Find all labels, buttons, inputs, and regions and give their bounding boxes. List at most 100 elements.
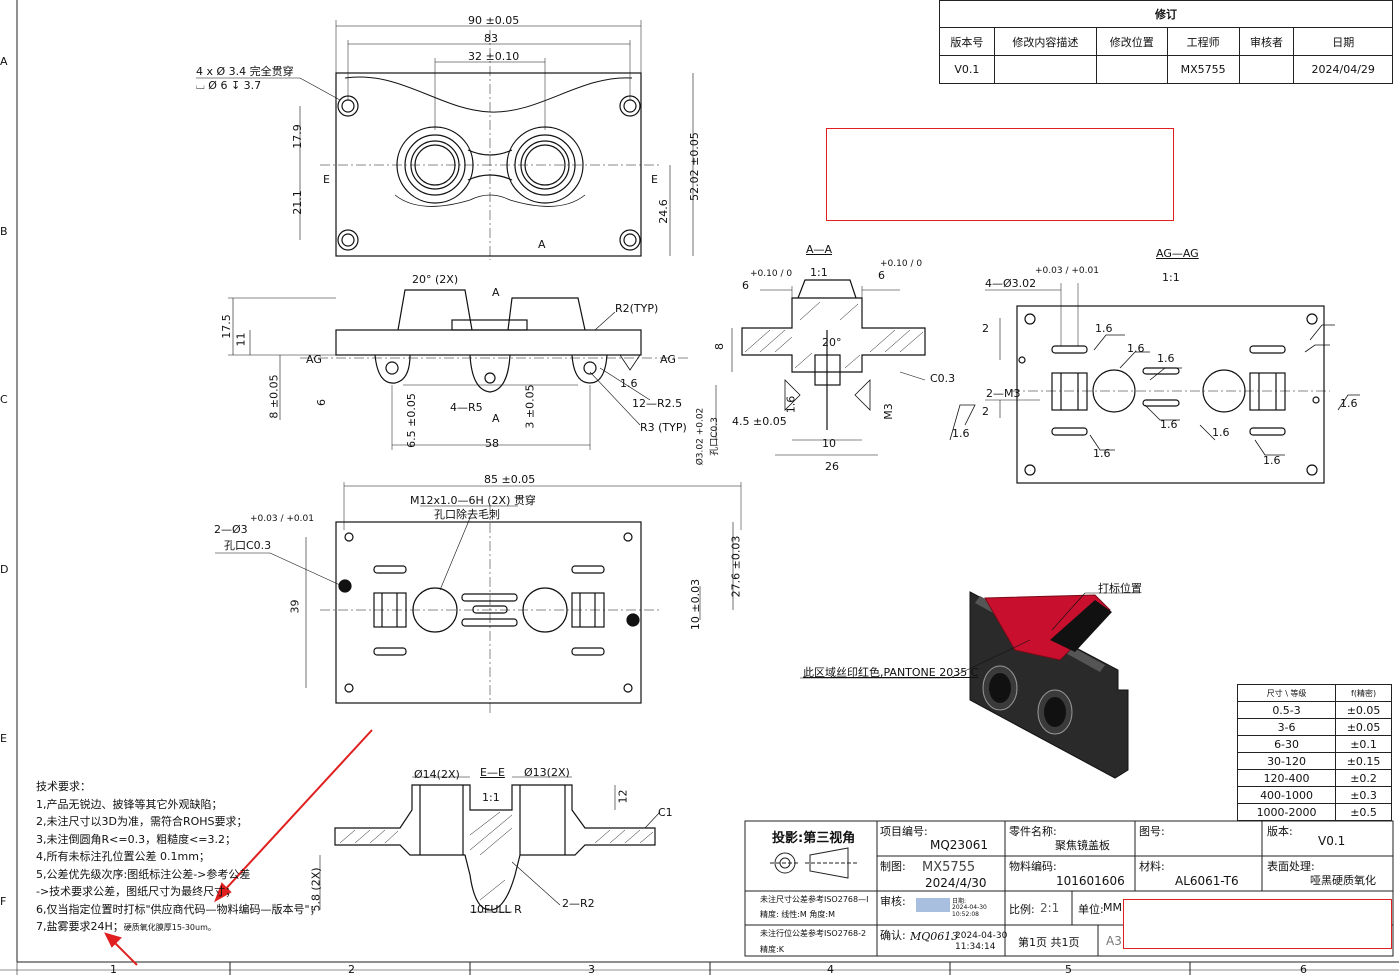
tolerance-label: +0.10 / 0 xyxy=(880,259,923,269)
dim-label: 4.5 ±0.05 xyxy=(732,415,787,428)
proj-no: MQ23061 xyxy=(930,838,988,852)
tol-size: 3-6 xyxy=(1236,718,1337,736)
section-mark: E xyxy=(651,173,658,186)
rev-header: 修改位置 xyxy=(1096,27,1168,56)
dim-label: 6 xyxy=(742,279,749,292)
tolerance-label: +0.03 / +0.01 xyxy=(1035,266,1099,276)
dim-label: 26 xyxy=(825,460,839,473)
tol-value: ±0.05 xyxy=(1335,718,1392,736)
roughness-label: 1.6 xyxy=(1093,447,1111,460)
roughness-label: 1.6 xyxy=(1127,342,1145,355)
dim-label: 90 ±0.05 xyxy=(468,14,520,27)
req-item: 7,盐雾要求24H； xyxy=(36,920,124,933)
req-item: ->技术要求公差，图纸尺寸为最终尺寸； xyxy=(36,885,237,898)
section-scale: 1:1 xyxy=(482,791,500,804)
dim-label: 6.5 ±0.05 xyxy=(404,393,418,448)
confirm-date: 2024-04-30 xyxy=(955,931,1008,941)
print-note: 此区域丝印红色,PANTONE 2035 C xyxy=(803,666,979,679)
tol-value: ±0.2 xyxy=(1335,769,1392,787)
rev-cell xyxy=(993,55,1098,84)
top-view xyxy=(196,20,694,260)
material-label: 材料: xyxy=(1139,860,1165,873)
section-mark: A xyxy=(492,286,500,299)
dim-label: 32 ±0.10 xyxy=(468,50,520,63)
tol-header: f(精密) xyxy=(1335,684,1392,702)
surface: 哑黑硬质氧化 xyxy=(1310,874,1376,887)
radius-label: R2(TYP) xyxy=(615,302,659,315)
material: AL6061-T6 xyxy=(1175,874,1239,888)
page-info: 第1页 共1页 xyxy=(1018,936,1080,949)
rev-cell: V0.1 xyxy=(939,55,995,84)
review-date-label: 日期: xyxy=(952,898,967,905)
row-label: B xyxy=(0,225,8,238)
dim-label: 52.02 ±0.05 xyxy=(687,132,701,201)
title-block-lines xyxy=(744,820,1394,957)
dia-label: Ø14(2X) xyxy=(414,768,460,781)
col-label: 6 xyxy=(1300,963,1307,976)
col-label: 2 xyxy=(348,963,355,976)
roughness-label: 1.6 xyxy=(1212,426,1230,439)
section-ee xyxy=(319,776,661,913)
tol-value: ±0.05 xyxy=(1335,701,1392,719)
dim-label: 8 xyxy=(713,343,726,350)
tolerance-table: 尺寸 \ 等级 f(精密) 0.5-3±0.05 3-6±0.05 6-30±0… xyxy=(1236,684,1392,821)
angle-label: 20° xyxy=(822,336,842,349)
chamfer-label: C0.3 xyxy=(930,372,956,385)
iso-tolerance-1-grade: 精度: 线性:M 角度:M xyxy=(760,910,835,919)
thread-label: M3 xyxy=(881,403,895,420)
roughness-label: 1.6 xyxy=(1157,352,1175,365)
dim-label: Ø3.02 +0.02 xyxy=(695,407,706,466)
radius-label: 4—R5 xyxy=(450,401,483,414)
drawn-label: 制图: xyxy=(880,860,906,873)
tolerance-label: +0.10 / 0 xyxy=(750,269,793,279)
rev-header: 工程师 xyxy=(1166,27,1240,56)
tol-size: 1000-2000 xyxy=(1236,803,1337,821)
tol-value: ±0.1 xyxy=(1335,735,1392,753)
rev-header: 版本号 xyxy=(939,27,995,56)
drawing-no-label: 图号: xyxy=(1139,825,1165,838)
section-mark: AG xyxy=(306,353,322,366)
chamfer-label: C1 xyxy=(658,806,673,819)
review-date: 2024-04-30 xyxy=(952,904,987,911)
dim-label: 24.6 xyxy=(656,199,670,224)
roughness-label: 1.6 xyxy=(1160,418,1178,431)
section-aa xyxy=(715,279,926,456)
rev-header: 修改内容描述 xyxy=(993,27,1098,56)
req-item: 6,仅当指定位置时打标"供应商代码—物料编码—版本号"； xyxy=(36,902,321,916)
dim-label: 2 xyxy=(982,322,989,335)
tol-size: 30-120 xyxy=(1236,752,1337,770)
tolerance-label: +0.03 / +0.01 xyxy=(250,514,314,524)
hole-note: 4 x Ø 3.4 完全贯穿 xyxy=(196,65,294,78)
dia-label: Ø13(2X) xyxy=(524,766,570,779)
section-mark: E xyxy=(323,173,330,186)
drawn-by: MX5755 xyxy=(922,860,976,875)
tol-size: 6-30 xyxy=(1236,735,1337,753)
row-label: A xyxy=(0,55,8,68)
radius-label: 10FULL R xyxy=(470,903,522,916)
part-name: 聚焦镜盖板 xyxy=(1055,839,1110,852)
roughness-label: 1.6 xyxy=(620,377,638,390)
section-title: A—A xyxy=(806,243,833,256)
dim-label: 12 xyxy=(616,789,630,804)
dim-label: 3 ±0.05 xyxy=(523,384,537,429)
section-scale: 1:1 xyxy=(810,266,828,279)
part-name-label: 零件名称: xyxy=(1009,825,1057,838)
dim-label: 39 xyxy=(288,599,302,614)
unit-label: 单位: xyxy=(1078,903,1104,916)
review-stamp xyxy=(916,898,950,912)
iso-view xyxy=(800,591,1140,779)
dim-label: 8 ±0.05 xyxy=(267,374,281,419)
rev-header: 审核者 xyxy=(1238,27,1295,56)
bottom-view xyxy=(215,482,742,715)
redaction-box xyxy=(826,128,1174,221)
roughness-label: 1.6 xyxy=(1340,397,1358,410)
rev-cell: 2024/04/29 xyxy=(1293,55,1393,84)
pin-hole-label: 2—Ø3 xyxy=(214,523,248,536)
chamfer-label: 孔口C0.3 xyxy=(224,539,272,552)
drawn-date: 2024/4/30 xyxy=(925,876,987,890)
dim-label: 17.5 xyxy=(219,314,233,339)
material-code: 101601606 xyxy=(1056,874,1125,888)
req-item-extra: 硬质氧化膜厚15-30um。 xyxy=(123,923,216,932)
section-scale: 1:1 xyxy=(1162,271,1180,284)
